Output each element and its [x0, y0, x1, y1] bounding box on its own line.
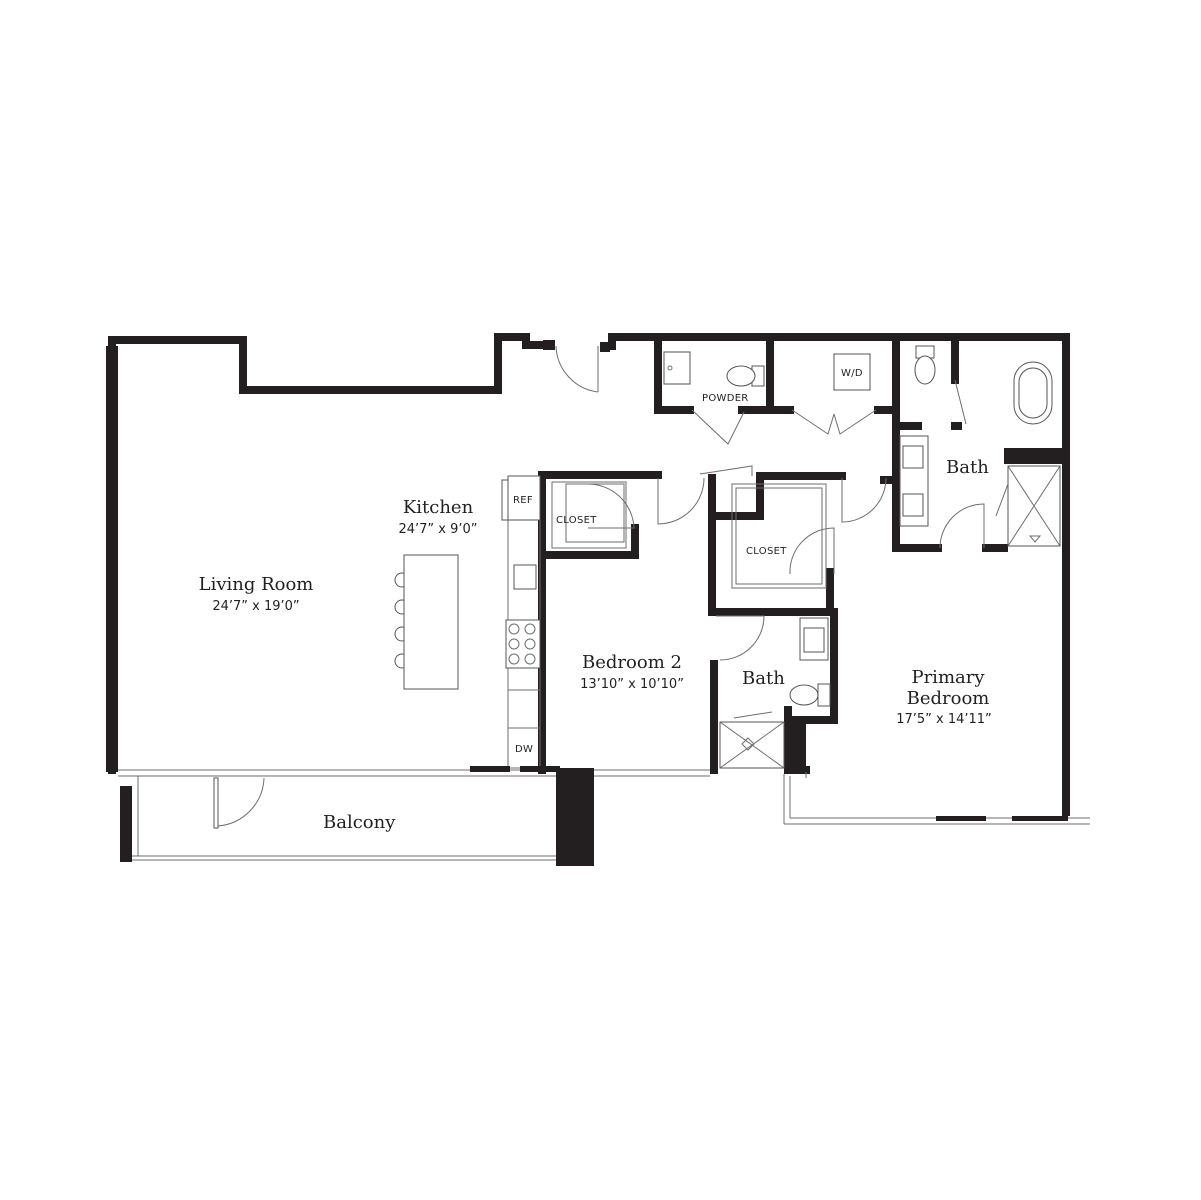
hall-door[interactable]: [699, 465, 753, 476]
balcony-right-column: [556, 768, 594, 866]
window-wall: [118, 766, 807, 778]
primary-bedroom-label: Primary Bedroom 17’5” x 14’11”: [896, 667, 992, 727]
primary-bedroom-windows: [783, 774, 1090, 825]
primary-name-line1: Primary: [911, 667, 985, 688]
kitchen-name: Kitchen: [403, 497, 474, 518]
living-room-dims: 24’7” x 19’0”: [212, 599, 299, 614]
bath2-shower: [719, 711, 785, 769]
bedroom2-door[interactable]: [657, 477, 705, 525]
closet2-label: CLOSET: [746, 546, 787, 557]
primary-dims: 17’5” x 14’11”: [896, 712, 992, 727]
bedroom2-label: Bedroom 2 13’10” x 10’10”: [580, 652, 684, 692]
closet-bedroom2: CLOSET: [551, 481, 635, 549]
laundry-room: W/D: [768, 353, 900, 435]
primary-bath: Bath: [880, 336, 1061, 552]
bedroom2-name: Bedroom 2: [582, 652, 682, 673]
balcony: Balcony: [132, 776, 556, 861]
refrigerator: [507, 475, 541, 521]
kitchen: REF DW: [394, 475, 541, 769]
notch-wall: [106, 346, 118, 772]
bath2-column: [784, 718, 806, 774]
balcony-left-column: [120, 786, 132, 862]
living-room-label: Living Room 24’7” x 19’0”: [199, 574, 314, 614]
cooktop: [505, 619, 541, 669]
living-room-name: Living Room: [199, 574, 314, 595]
kitchen-sink: [513, 564, 537, 590]
balcony-door[interactable]: [213, 777, 265, 829]
bath2-label: Bath: [742, 668, 785, 689]
primary-bedroom-door[interactable]: [841, 477, 887, 523]
primary-corner-column: [1004, 448, 1070, 464]
entry-door[interactable]: [543, 340, 610, 393]
bathtub: [1013, 361, 1053, 425]
kitchen-dims: 24’7” x 9’0”: [398, 522, 477, 537]
washer-dryer: [833, 353, 871, 391]
powder-label: POWDER: [702, 393, 749, 404]
bedroom2-walls: [538, 471, 846, 774]
wd-label: W/D: [841, 368, 863, 379]
ref-label: REF: [513, 495, 533, 506]
bedroom2-dims: 13’10” x 10’10”: [580, 677, 684, 692]
dw-label: DW: [515, 744, 533, 755]
balcony-label: Balcony: [323, 812, 396, 833]
closet1-label: CLOSET: [556, 515, 597, 526]
primary-shower: [995, 465, 1061, 547]
powder-toilet: [726, 365, 765, 387]
closet-second: CLOSET: [731, 483, 835, 589]
primary-name-line2: Bedroom: [907, 688, 990, 709]
primary-toilet: [914, 345, 936, 385]
powder-room: POWDER: [654, 336, 774, 445]
bath2-toilet: [789, 683, 831, 707]
bath2: Bath: [716, 615, 831, 769]
primary-bath-label: Bath: [946, 457, 989, 478]
kitchen-label: Kitchen 24’7” x 9’0”: [398, 497, 477, 537]
